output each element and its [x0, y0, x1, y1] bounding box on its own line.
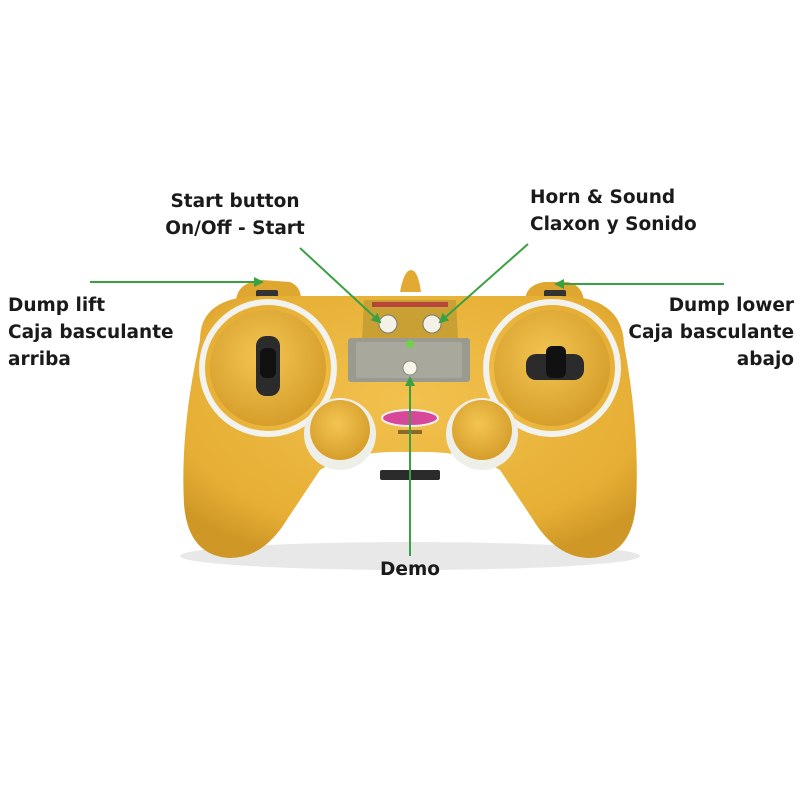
dump-lift-line3: arriba	[8, 349, 71, 370]
start-button[interactable]	[378, 314, 398, 334]
demo-callout: Demo	[360, 556, 460, 583]
dump-lower-line2: Caja basculante	[628, 322, 794, 343]
dump-lift-line1: Dump lift	[8, 295, 106, 316]
demo-callout-label: Demo	[380, 559, 440, 580]
indicator-led	[406, 340, 414, 348]
demo-button[interactable]	[402, 360, 418, 376]
dump-lift-line2: Caja basculante	[8, 322, 174, 343]
horn-callout-line1: Horn & Sound	[530, 187, 676, 208]
arrow-start	[299, 247, 382, 324]
start-callout-line2: On/Off - Start	[165, 218, 305, 239]
right-dial[interactable]	[452, 400, 512, 460]
left-stick-ring	[199, 299, 337, 437]
horn-callout-line2: Claxon y Sonido	[530, 214, 697, 235]
dump-lift-callout: Dump lift Caja basculante arriba	[8, 292, 174, 373]
start-callout-line1: Start button	[170, 191, 300, 212]
horn-callout: Horn & Sound Claxon y Sonido	[530, 184, 697, 238]
right-stick-lever[interactable]	[546, 346, 566, 378]
left-stick-lever[interactable]	[260, 348, 276, 378]
start-button-callout: Start button On/Off - Start	[150, 188, 320, 242]
dump-lower-line1: Dump lower	[668, 295, 794, 316]
dump-lower-callout: Dump lower Caja basculante abajo	[628, 292, 794, 373]
left-dial[interactable]	[310, 400, 370, 460]
right-stick-ring	[483, 299, 621, 437]
panel-stripe	[372, 302, 448, 307]
antenna-nub	[400, 270, 421, 292]
dump-lower-line3: abajo	[736, 349, 794, 370]
horn-button[interactable]	[422, 314, 442, 334]
display-panel-inner	[356, 342, 462, 378]
arrow-horn	[438, 243, 529, 324]
